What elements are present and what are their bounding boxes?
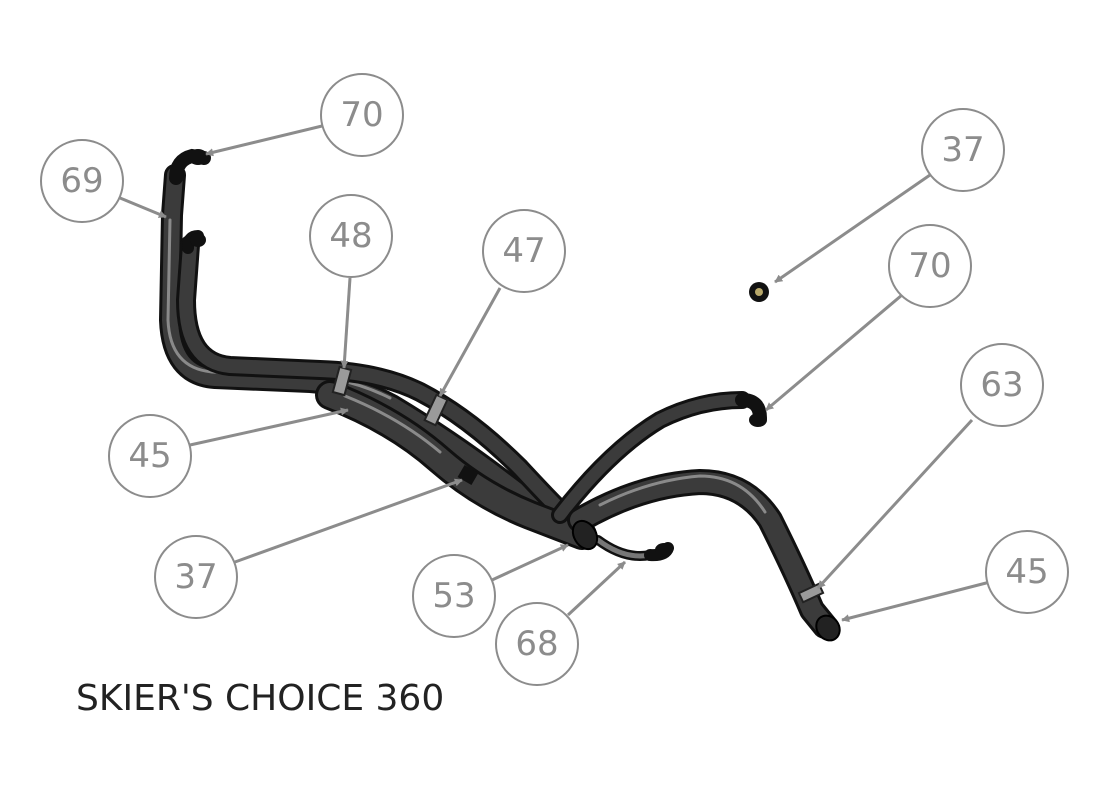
loose-part-37 <box>749 282 769 302</box>
balloon-45-right: 45 <box>985 530 1069 614</box>
leader-37a <box>774 173 931 284</box>
balloon-68: 68 <box>495 602 579 686</box>
tube-end-53 <box>571 519 599 551</box>
hose-small-68 <box>593 535 655 561</box>
callout-balloons: 70 69 48 47 37 70 45 63 <box>40 73 1069 686</box>
hose-main-lower <box>176 235 570 520</box>
diagram-caption: SKIER'S CHOICE 360 <box>76 678 445 719</box>
balloon-label: 45 <box>1005 552 1048 592</box>
fitting-elbow-68 <box>644 542 674 562</box>
leader-45b <box>841 580 991 623</box>
leader-37b <box>234 478 463 564</box>
leader-lines <box>119 124 991 623</box>
hose-group <box>159 148 841 642</box>
balloon-label: 48 <box>329 216 372 256</box>
clamp-47 <box>423 393 449 427</box>
balloon-53: 53 <box>412 554 496 638</box>
leader-47 <box>438 287 502 397</box>
balloon-label: 70 <box>908 246 951 286</box>
leader-69 <box>119 196 167 219</box>
balloon-47: 47 <box>482 209 566 293</box>
balloon-48: 48 <box>309 194 393 278</box>
balloon-45-left: 45 <box>108 414 192 498</box>
balloon-label: 68 <box>515 624 558 664</box>
balloon-70-top: 70 <box>320 73 404 157</box>
balloon-label: 37 <box>941 130 984 170</box>
hose-large-tube <box>315 380 597 550</box>
fitting-elbow-second <box>182 230 206 254</box>
balloon-label: 47 <box>502 231 545 271</box>
balloon-37-top: 37 <box>921 108 1005 192</box>
tube-end-45 <box>815 614 841 642</box>
balloon-label: 70 <box>340 95 383 135</box>
clip-37 <box>457 464 479 486</box>
fitting-elbow-top <box>169 148 211 185</box>
leader-53 <box>491 543 569 582</box>
hose-cross-right <box>551 391 751 524</box>
leader-63 <box>816 418 974 590</box>
balloon-63: 63 <box>960 343 1044 427</box>
leader-70a <box>205 124 323 157</box>
balloon-37-bottom: 37 <box>154 535 238 619</box>
balloon-label: 69 <box>60 161 103 201</box>
fitting-elbow-right <box>735 393 767 427</box>
leader-68 <box>566 560 627 617</box>
balloon-label: 53 <box>432 576 475 616</box>
leader-45a <box>189 407 349 447</box>
hose-long-right <box>567 469 838 639</box>
balloon-label: 37 <box>174 557 217 597</box>
balloon-70-right: 70 <box>888 224 972 308</box>
balloon-label: 63 <box>980 365 1023 405</box>
leader-70b <box>765 293 903 412</box>
balloon-69: 69 <box>40 139 124 223</box>
balloon-label: 45 <box>128 436 171 476</box>
leader-48 <box>340 277 352 369</box>
